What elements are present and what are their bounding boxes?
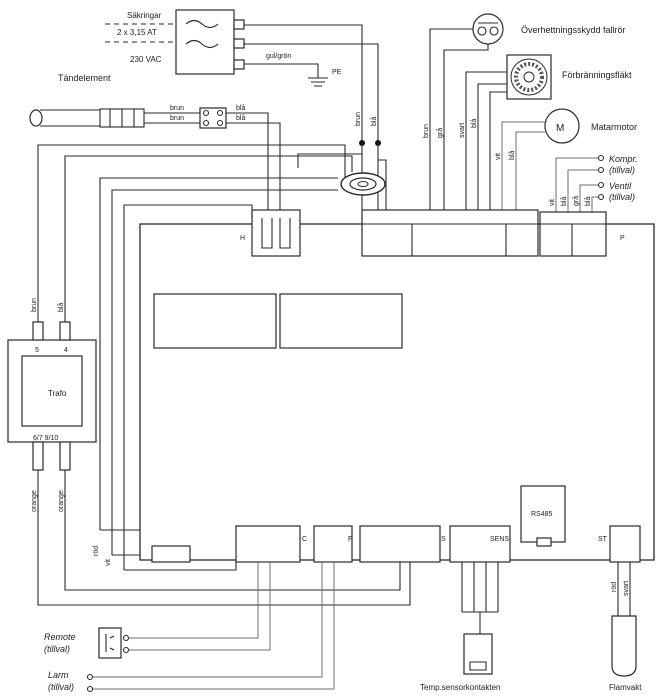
wire-label-orange: orange [58, 490, 65, 512]
rs485-module [520, 485, 566, 543]
combustion-fan-label: Förbränningsfläkt [562, 70, 632, 80]
connector-s-label: S [441, 536, 446, 543]
temp-sensor-contact [463, 633, 493, 675]
wire-label-svart: svart [623, 581, 630, 596]
rs485-port [536, 537, 552, 547]
wire-label-brun: brun [423, 124, 430, 138]
valve-optional-label: (tillval) [609, 192, 635, 202]
connector-sens-label: SENS [490, 536, 509, 543]
fuses-label: Säkringar [127, 11, 162, 20]
temp-sensor-contact-label: Temp.sensorkontakten [420, 683, 501, 692]
temp-sensor-cable [461, 562, 499, 634]
connector-st-label: ST [598, 536, 608, 543]
wire-label-vit: vit [495, 153, 502, 160]
wire-label-rod: röd [611, 582, 618, 592]
rs485-label: RS485 [531, 511, 553, 518]
flame-guard-label: Flamvakt [609, 683, 642, 692]
wire-label-bla: blå [470, 119, 478, 128]
option-connector [539, 211, 607, 257]
wire-label-vit: vit [105, 559, 112, 566]
trafo-pins-bottom: 6/7 9/10 [33, 435, 58, 442]
transformer-label: Trafo [48, 389, 67, 398]
feed-motor: M [544, 108, 580, 144]
ground-wire-label: gul/grön [266, 53, 291, 60]
alarm-connector [313, 525, 353, 563]
connector-c-label: C [302, 536, 307, 543]
feed-motor-label: Matarmotor [591, 122, 637, 132]
compressor-label: Kompr. [609, 154, 638, 164]
wire-label-bla: blå [370, 117, 378, 126]
alarm-optional-label: (tillval) [48, 682, 74, 692]
sensor-connector [449, 525, 511, 563]
trafo-pin-5: 5 [35, 347, 39, 354]
wire-label-bla: blå [236, 114, 245, 122]
trafo-pin-4: 4 [64, 347, 68, 354]
motor-symbol: M [556, 123, 564, 134]
connector-h-label: H [240, 235, 245, 242]
connector-p-label: P [620, 235, 625, 242]
fuses-rating-label: 2 x 3,15 AT [117, 28, 157, 37]
combustion-fan [506, 54, 552, 100]
flame-guard-sensor [611, 615, 637, 677]
wire-label-gra: grå [436, 128, 444, 138]
overheat-protection-label: Överhettningsskydd fallrör [521, 25, 626, 35]
control-board [139, 223, 655, 561]
ignition-terminal-block [199, 107, 227, 129]
bottom-connector-1 [151, 545, 191, 563]
flame-guard-connector [609, 525, 641, 563]
heater-connector [251, 209, 301, 257]
wire-label-vit: vit [549, 199, 556, 206]
wire-label-brun: brun [170, 105, 184, 112]
ignition-element-label: Tändelement [58, 73, 111, 83]
wire-label-brun: brun [355, 112, 362, 126]
wire-label-orange: orange [31, 490, 38, 512]
remote-switch [98, 627, 122, 659]
alarm-label: Larm [48, 670, 69, 680]
remote-label: Remote [44, 632, 76, 642]
connector-f-label: F [348, 536, 352, 543]
ignition-element [29, 108, 145, 128]
remote-optional-label: (tillval) [44, 644, 70, 654]
wire-label-rod: röd [93, 546, 100, 556]
valve-label: Ventil [609, 181, 632, 191]
overheat-protection [472, 13, 504, 45]
wire-label-bla: blå [57, 303, 65, 312]
wire-label-bla: blå [508, 151, 516, 160]
wire-label-brun: brun [31, 298, 38, 312]
wire-label-brun: brun [170, 115, 184, 122]
wire-label-bla: blå [560, 197, 568, 206]
compressor-optional-label: (tillval) [609, 165, 635, 175]
current-sensor-ring [340, 172, 386, 196]
flame-connector [359, 525, 441, 563]
wire-label-gra: grå [572, 196, 580, 206]
wire-label-svart: svart [459, 123, 466, 138]
wire-label-bla: blå [236, 104, 245, 112]
pe-label: PE [332, 69, 342, 76]
mains-voltage-label: 230 VAC [130, 55, 162, 64]
remote-connector [235, 525, 301, 563]
board-display-left [153, 293, 277, 349]
main-connector [361, 209, 539, 257]
wire-label-bla: blå [584, 197, 592, 206]
transformer [7, 321, 97, 471]
fuse-holder [175, 9, 245, 75]
board-display-right [279, 293, 403, 349]
